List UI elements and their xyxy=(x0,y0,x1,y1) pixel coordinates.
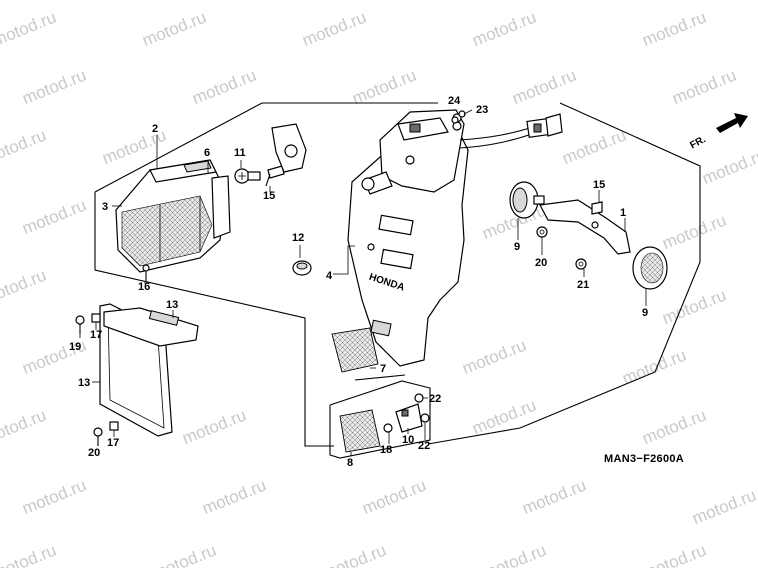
watermark-text: motod.ru xyxy=(560,126,629,169)
callout-6: 6 xyxy=(204,147,210,159)
callout-22: 22 xyxy=(429,393,441,405)
front-direction-arrow: FR. xyxy=(688,113,748,151)
watermark-text: motod.ru xyxy=(200,476,269,519)
watermark-text: motod.ru xyxy=(670,66,739,109)
callout-9a: 9 xyxy=(514,241,520,253)
watermark-text: motod.ru xyxy=(660,286,729,329)
watermark-text: motod.ru xyxy=(480,541,549,568)
bolt-16 xyxy=(142,264,150,281)
screw-18 xyxy=(383,423,393,433)
callout-4: 4 xyxy=(326,270,333,282)
watermark-text: motod.ru xyxy=(350,66,419,109)
mudguard-plate-14 xyxy=(103,307,199,347)
screw-22 xyxy=(414,393,424,403)
callout-11: 11 xyxy=(234,147,246,159)
callout-3: 3 xyxy=(102,201,108,213)
callout-labels: 2 6 11 3 15 16 12 4 13 19 17 13 20 17 7 … xyxy=(69,95,648,469)
turn-signal-bracket xyxy=(539,199,631,255)
watermark-text: motod.ru xyxy=(20,66,89,109)
watermark-text: motod.ru xyxy=(300,8,369,51)
bulb-socket-cover xyxy=(271,123,307,173)
license-light-bracket xyxy=(395,403,423,433)
callout-23: 23 xyxy=(476,104,488,116)
license-light xyxy=(339,409,381,453)
watermark-text: motod.ru xyxy=(690,486,758,529)
nut-20a xyxy=(536,226,548,238)
callout-10: 10 xyxy=(402,434,414,446)
callout-8: 8 xyxy=(347,457,353,469)
watermark-text: motod.ru xyxy=(20,476,89,519)
taillight-assembly xyxy=(115,159,231,273)
watermark-text: motod.ru xyxy=(190,66,259,109)
watermark-text: motod.ru xyxy=(0,541,59,568)
watermark-text: motod.ru xyxy=(470,396,539,439)
license-light-inset-frame xyxy=(329,380,431,459)
callout-19b: 20 xyxy=(88,447,100,459)
watermark-text: motod.ru xyxy=(0,406,49,449)
leader-lines xyxy=(79,109,647,456)
watermark-text: motod.ru xyxy=(0,266,49,309)
wire-connector-housing xyxy=(361,109,563,195)
nut-23 xyxy=(458,110,466,118)
bolt-19a xyxy=(75,315,85,334)
callout-15b: 15 xyxy=(593,179,605,191)
callout-17a: 17 xyxy=(90,329,102,341)
watermark-text: motod.ru xyxy=(360,476,429,519)
turn-signal-lens-left xyxy=(509,181,545,219)
washer-24 xyxy=(451,116,459,124)
grommet xyxy=(292,260,312,276)
reflector-7 xyxy=(331,327,379,373)
callout-16: 16 xyxy=(138,281,150,293)
collar-17b xyxy=(109,421,119,431)
watermark-text: motod.ru xyxy=(320,541,389,568)
callout-17b: 17 xyxy=(107,437,119,449)
callout-2: 2 xyxy=(152,123,158,135)
direction-label: FR. xyxy=(688,134,708,151)
watermark-text: motod.ru xyxy=(150,541,219,568)
watermark-text: motod.ru xyxy=(660,211,729,254)
watermark-text: motod.ru xyxy=(520,476,589,519)
watermark-text: motod.ru xyxy=(140,8,209,51)
turn-signal-lens-right xyxy=(632,246,668,290)
callout-9b: 9 xyxy=(642,307,648,319)
watermark-text: motod.ru xyxy=(180,406,249,449)
watermark-text: motod.ru xyxy=(20,196,89,239)
assembly-outline xyxy=(94,102,701,447)
bolt-19b xyxy=(93,427,103,446)
watermark-text: motod.ru xyxy=(100,126,169,169)
callout-13: 13 xyxy=(78,377,90,389)
screw-15b xyxy=(591,201,603,215)
watermark-text: motod.ru xyxy=(510,66,579,109)
watermark-text: motod.ru xyxy=(640,541,709,568)
watermark-text: motod.ru xyxy=(0,8,59,51)
callout-1: 1 xyxy=(620,207,626,219)
callout-7: 7 xyxy=(380,363,386,375)
watermark-text: motod.ru xyxy=(700,146,758,189)
callout-12: 12 xyxy=(292,232,304,244)
watermark-text: motod.ru xyxy=(470,8,539,51)
callout-21: 22 xyxy=(418,440,430,452)
collar-17a xyxy=(91,313,101,323)
callout-14: 13 xyxy=(166,299,178,311)
callout-18: 18 xyxy=(380,444,392,456)
watermark-text: motod.ru xyxy=(640,406,709,449)
nut-21 xyxy=(420,413,430,423)
watermark-text: motod.ru xyxy=(640,8,709,51)
callout-20b: 21 xyxy=(577,279,589,291)
bulb xyxy=(234,168,261,184)
watermark-text: motod.ru xyxy=(460,336,529,379)
nut-20b xyxy=(575,258,587,270)
watermark-text: motod.ru xyxy=(0,126,49,169)
callout-15a: 15 xyxy=(263,190,275,202)
callout-19a: 19 xyxy=(69,341,81,353)
diagram-reference-code: MAN3−F2600A xyxy=(604,453,684,465)
screw-15a xyxy=(265,165,285,187)
callout-20a: 20 xyxy=(535,257,547,269)
callout-24: 24 xyxy=(448,95,461,107)
